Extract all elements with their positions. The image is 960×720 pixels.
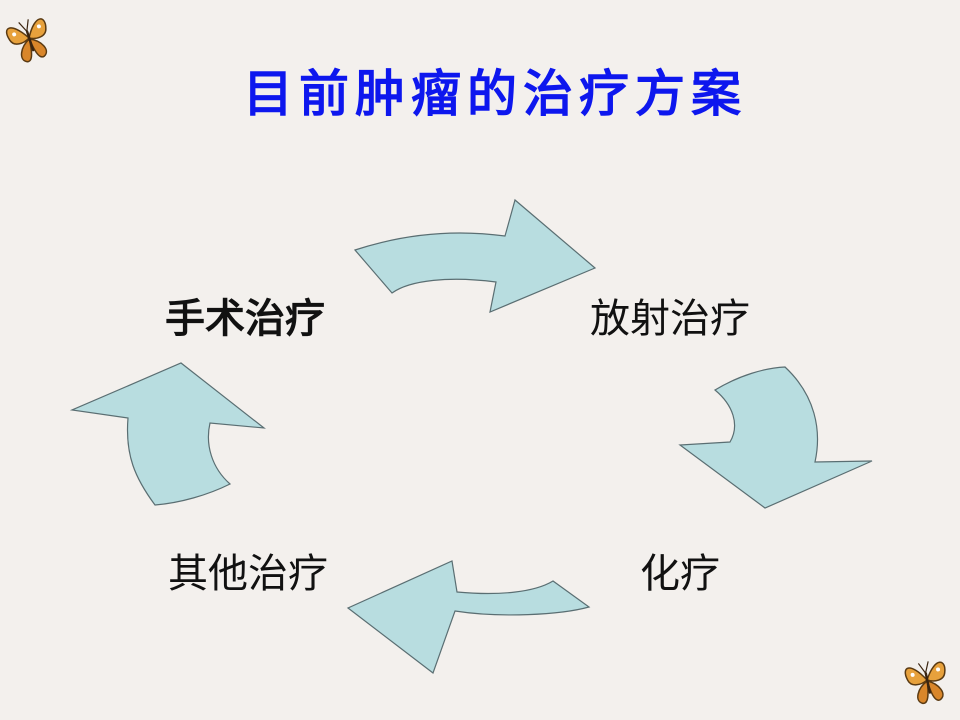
cycle-node-surgery: 手术治疗 <box>165 296 325 342</box>
arrow-right-top <box>353 198 597 313</box>
cycle-node-other: 其他治疗 <box>168 551 328 597</box>
cycle-node-chemotherapy: 化疗 <box>640 551 720 597</box>
arrow-up-left <box>69 362 266 506</box>
arrow-down-right <box>678 366 873 509</box>
butterfly-icon <box>904 661 946 705</box>
cycle-node-radiotherapy: 放射治疗 <box>590 296 750 342</box>
slide-title: 目前肿瘤的治疗方案 <box>243 65 747 123</box>
butterfly-icon <box>5 18 48 63</box>
arrow-left-bottom <box>346 560 591 674</box>
